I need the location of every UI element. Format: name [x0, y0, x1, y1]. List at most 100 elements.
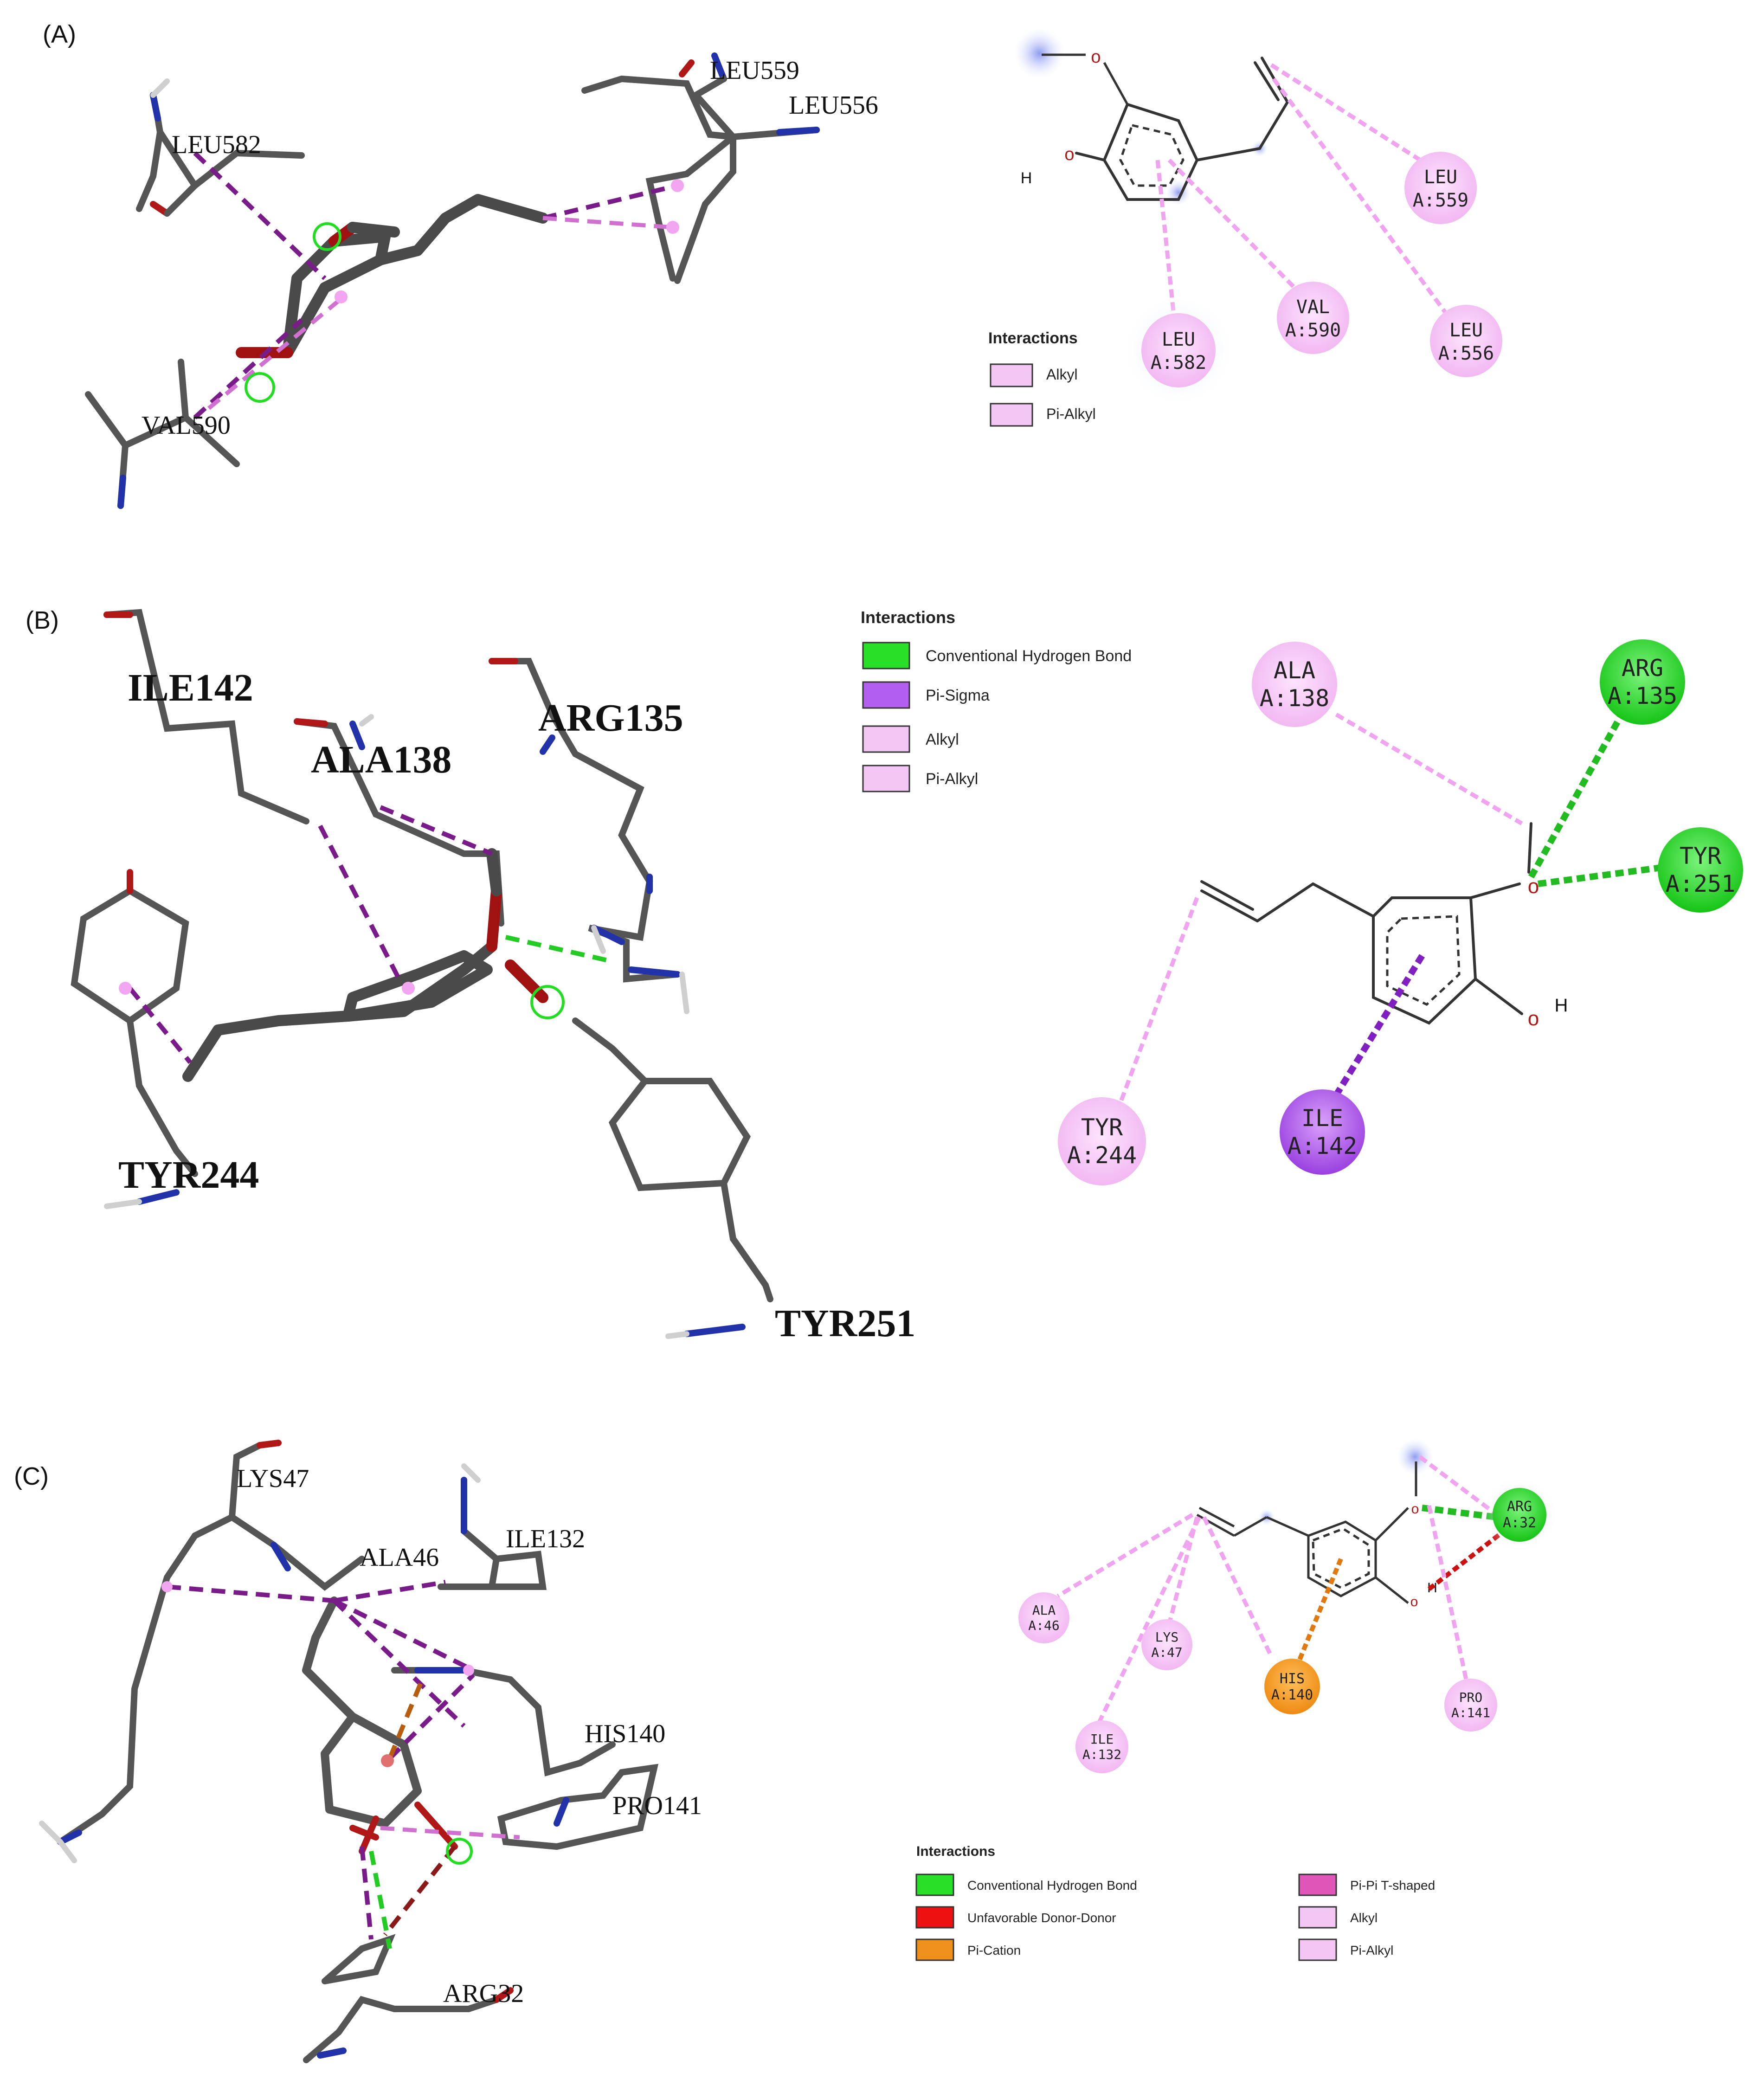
label-tyr244: TYR244 — [118, 1153, 259, 1197]
svg-text:TYR: TYR — [1081, 1114, 1123, 1141]
svg-text:LEU: LEU — [1162, 329, 1195, 350]
label-ile132: ILE132 — [506, 1525, 585, 1553]
panel-c: (C) — [14, 1438, 1557, 2063]
panel-b-label: (B) — [26, 606, 59, 634]
label-val590: VAL590 — [142, 411, 231, 440]
svg-text:ILE: ILE — [1301, 1105, 1343, 1132]
svg-text:o: o — [1528, 875, 1539, 898]
residue-tyr244: TYR A:244 — [1058, 1097, 1146, 1185]
svg-text:A:142: A:142 — [1288, 1133, 1358, 1159]
svg-text:Pi-Alkyl: Pi-Alkyl — [926, 770, 978, 788]
panel-b: (B) — [26, 606, 1743, 1345]
label-arg135: ARG135 — [538, 696, 683, 740]
label-leu582: LEU582 — [172, 130, 261, 159]
svg-text:A:135: A:135 — [1608, 682, 1678, 709]
val590-sidechain — [85, 359, 189, 450]
panel-a-label: (A) — [43, 20, 76, 48]
svg-text:A:141: A:141 — [1451, 1705, 1490, 1720]
svg-text:LEU: LEU — [1424, 167, 1457, 188]
svg-text:Interactions: Interactions — [988, 329, 1078, 347]
svg-text:Pi-Alkyl: Pi-Alkyl — [1046, 406, 1096, 422]
legend-c: Interactions Conventional Hydrogen Bond … — [915, 1844, 1435, 1961]
svg-text:Alkyl: Alkyl — [1350, 1911, 1378, 1925]
ligand-c-2d-ring — [1307, 1520, 1377, 1597]
svg-text:o: o — [1064, 145, 1074, 164]
residue-val590: VAL A:590 — [1277, 282, 1349, 354]
label-tyr251: TYR251 — [775, 1302, 915, 1345]
pro141-residue — [497, 1764, 659, 1850]
svg-text:o: o — [1410, 1594, 1418, 1609]
ligand-c — [302, 1596, 357, 1721]
arg32-residue — [303, 1995, 500, 2063]
label-leu559: LEU559 — [710, 56, 799, 85]
residue-his140: HIS A:140 — [1264, 1659, 1320, 1714]
residue-ile132: ILE A:132 — [1075, 1720, 1128, 1773]
svg-text:ALA: ALA — [1032, 1603, 1056, 1618]
svg-text:Conventional Hydrogen Bond: Conventional Hydrogen Bond — [926, 647, 1132, 665]
residue-pro141: PRO A:141 — [1444, 1679, 1497, 1732]
svg-text:A:590: A:590 — [1285, 320, 1341, 341]
residue-tyr251: TYR A:251 — [1658, 827, 1743, 913]
svg-text:ILE: ILE — [1090, 1732, 1114, 1747]
svg-text:Pi-Sigma: Pi-Sigma — [926, 687, 990, 704]
svg-text:Interactions: Interactions — [861, 608, 955, 627]
residue-arg135: ARG A:135 — [1600, 639, 1685, 725]
svg-text:VAL: VAL — [1296, 296, 1330, 318]
residue-ile142: ILE A:142 — [1280, 1089, 1365, 1175]
residue-ala46: ALA A:46 — [1018, 1592, 1069, 1643]
residue-lys47: LYS A:47 — [1141, 1619, 1192, 1670]
panel-a-3d-view: LEU582 LEU559 LEU556 VAL590 — [85, 52, 878, 509]
svg-text:A:582: A:582 — [1151, 352, 1206, 373]
panel-b-3d-view: ILE142 ALA138 ARG135 TYR244 TYR251 — [71, 609, 915, 1345]
svg-text:LEU: LEU — [1449, 320, 1483, 341]
tyr244-ring — [71, 888, 189, 1025]
lys47-sidechain — [57, 1442, 263, 1845]
panel-b-2d-view: o o H ALA A:138 ARG A:135 TYR — [1058, 639, 1743, 1185]
svg-text:A:140: A:140 — [1271, 1687, 1313, 1703]
label-ala46: ALA46 — [360, 1543, 439, 1572]
panel-a: (A) — [43, 20, 1502, 509]
panel-c-3d-view: LYS47 ALA46 ILE132 HIS140 PRO141 ARG32 — [39, 1440, 702, 2063]
svg-text:Alkyl: Alkyl — [1046, 366, 1078, 383]
svg-text:Pi-Cation: Pi-Cation — [967, 1943, 1021, 1957]
svg-text:Pi-Alkyl: Pi-Alkyl — [1350, 1943, 1393, 1957]
svg-text:LYS: LYS — [1155, 1629, 1179, 1645]
svg-text:Conventional Hydrogen Bond: Conventional Hydrogen Bond — [967, 1878, 1137, 1892]
residue-leu582: LEU A:582 — [1125, 297, 1232, 404]
svg-text:PRO: PRO — [1459, 1690, 1483, 1705]
svg-text:ALA: ALA — [1274, 657, 1315, 684]
atom-h-label: H — [1021, 169, 1032, 187]
svg-text:Pi-Pi T-shaped: Pi-Pi T-shaped — [1350, 1878, 1435, 1892]
svg-text:A:244: A:244 — [1067, 1142, 1137, 1169]
svg-text:A:47: A:47 — [1151, 1645, 1182, 1660]
panel-a-2d-view: o o H LEU A:559 VAL A:590 LEU A:556 — [988, 28, 1502, 427]
label-pro141: PRO141 — [612, 1791, 702, 1820]
svg-text:A:32: A:32 — [1503, 1515, 1536, 1531]
arg135-sidechain — [489, 658, 681, 983]
svg-text:A:132: A:132 — [1082, 1747, 1121, 1762]
svg-text:A:46: A:46 — [1028, 1618, 1059, 1633]
svg-text:o: o — [1091, 47, 1101, 67]
label-his140: HIS140 — [585, 1719, 665, 1748]
label-lys47: LYS47 — [237, 1464, 309, 1493]
tyr251-ring — [572, 1017, 751, 1191]
residue-arg32: ARG A:32 — [1482, 1478, 1557, 1552]
label-ala138: ALA138 — [311, 738, 451, 781]
label-leu556: LEU556 — [789, 91, 878, 120]
residue-leu559: LEU A:559 — [1404, 152, 1477, 224]
residue-ala138: ALA A:138 — [1252, 642, 1337, 727]
label-ile142: ILE142 — [128, 666, 253, 709]
atom-h-label: H — [1555, 995, 1568, 1016]
svg-text:Interactions: Interactions — [916, 1844, 995, 1859]
svg-text:Unfavorable Donor-Donor: Unfavorable Donor-Donor — [967, 1911, 1116, 1925]
svg-text:HIS: HIS — [1280, 1671, 1305, 1687]
svg-text:ARG: ARG — [1622, 655, 1663, 682]
legend-a: Interactions Alkyl Pi-Alkyl — [988, 329, 1096, 427]
label-arg32: ARG32 — [443, 1979, 524, 2008]
svg-text:A:556: A:556 — [1438, 343, 1494, 364]
svg-text:A:251: A:251 — [1666, 870, 1736, 897]
legend-b: Interactions Conventional Hydrogen Bond … — [861, 608, 1132, 792]
svg-text:TYR: TYR — [1680, 843, 1722, 869]
ile142-sidechain — [103, 609, 309, 824]
